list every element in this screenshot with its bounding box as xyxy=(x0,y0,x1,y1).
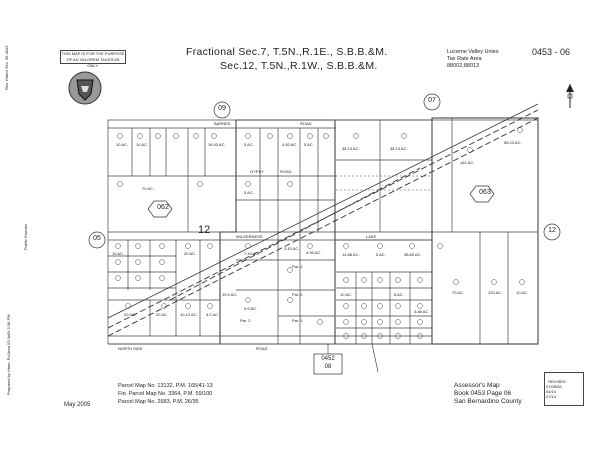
north-arrow-icon xyxy=(560,82,580,112)
purpose-notice: THIS MAP IS FOR THE PURPOSE OF AD VALORE… xyxy=(60,50,126,68)
acreage-label: 10 AC. xyxy=(340,292,353,297)
acreage-label: 38.13 AC. xyxy=(390,146,408,151)
acreage-label: 161 AC. xyxy=(460,160,475,165)
acreage-label: 3.43 AC. xyxy=(284,246,300,251)
acreage-label: 5 AC. xyxy=(244,190,254,195)
acreage-label: 8 AC. xyxy=(394,292,404,297)
tax-rate-area-values: 88002,88013 xyxy=(447,63,480,69)
acreage-label: 10 AC. xyxy=(112,251,125,256)
road-label-road-1: ROAD xyxy=(300,121,312,126)
assessor-title: Assessor's Map xyxy=(454,382,500,389)
purpose-notice-text: THIS MAP IS FOR THE PURPOSE OF AD VALORE… xyxy=(61,51,125,68)
acreage-label: 18.93 AC. xyxy=(208,142,226,147)
acreage-label: 3.2 AC. xyxy=(206,312,220,317)
book-ref-bottom: 0452 08 xyxy=(321,356,335,370)
book-ref-top-left: 09 xyxy=(218,105,226,112)
acreage-label: 70 AC. xyxy=(452,290,465,295)
acreage-label: 10 AC. xyxy=(116,142,129,147)
revision-box: REVISED 07/05/06 04/14 07/14 xyxy=(544,372,584,406)
acreage-label: 10 AC. xyxy=(136,142,149,147)
book-ref-left: 05 xyxy=(93,235,101,242)
road-label-barnes: BARNES xyxy=(214,121,231,126)
acreage-label: 20 AC. xyxy=(184,251,197,256)
map-title-line1: Fractional Sec.7, T.5N.,R.1E., S.B.B.&M. xyxy=(186,46,388,58)
road-label-gypsy: GYPSY xyxy=(250,169,264,174)
book-ref-top-right: 07 xyxy=(428,97,436,104)
tax-rate-area-label: Tax Rate Area xyxy=(447,56,482,62)
parcel-label: Par. 1 xyxy=(292,318,303,323)
acreage-label: 38.13 AC. xyxy=(342,146,360,151)
acreage-label: 38.63 AC. xyxy=(404,252,422,257)
acreage-label: 5 AC. xyxy=(376,252,386,257)
revision-text: REVISED 07/05/06 04/14 07/14 xyxy=(546,379,566,399)
parcel-map-ref: Fin. Parcel Map No. 3364, P.M. 59/100 xyxy=(118,391,213,397)
road-label-wilderness: WILDERNESS xyxy=(236,234,263,239)
road-label-lake: LAKE xyxy=(366,234,377,239)
parcel-label: Par. 2 xyxy=(240,318,251,323)
book-page-number: 0453 - 06 xyxy=(532,47,571,57)
county-seal-icon xyxy=(65,68,105,108)
district-name: Lucerne Valley Unies xyxy=(447,49,499,55)
parcel-label: Par. 1 xyxy=(292,264,303,269)
block-label-062: 062 xyxy=(157,204,169,211)
assessor-county: San Bernardino County xyxy=(454,398,522,405)
acreage-label: 5 AC. xyxy=(304,142,314,147)
acreage-label: 20 AC. xyxy=(156,312,169,317)
parcel-map-ref: Parcel Map No. 13132, P.M. 165/41-13 xyxy=(118,383,213,389)
acreage-label: 19.4 AC. xyxy=(222,292,238,297)
map-title-line2: Sec.12, T.5N.,R.1W., S.B.B.&M. xyxy=(220,60,378,72)
assessor-block: Assessor's Map Book 0453 Page 06 San Ber… xyxy=(454,382,522,406)
parcel-label: Par. 2 xyxy=(292,292,303,297)
acreage-label: 7.49 AC. xyxy=(244,251,260,256)
acreage-label: 5 AC. xyxy=(244,142,254,147)
block-label-063: 063 xyxy=(479,189,491,196)
acreage-label: 20 AC. xyxy=(124,312,137,317)
acreage-label: 3.88 AC. xyxy=(414,309,430,314)
acreage-label: 4.83 AC. xyxy=(282,142,298,147)
road-label-road-3: ROAD xyxy=(256,346,268,351)
tax-rate-area-block: Lucerne Valley Unies Tax Rate Area 88002… xyxy=(447,49,499,70)
acreage-label: 4.99 AC. xyxy=(306,250,322,255)
section-number: 12 xyxy=(198,224,211,236)
book-ref-right: 12 xyxy=(548,227,556,234)
acreage-label: 58.23 AC. xyxy=(504,140,522,145)
road-label-road-2: ROAD xyxy=(280,169,292,174)
road-label-north-side: NORTH SIDE xyxy=(118,346,143,351)
parcel-map-references: Parcel Map No. 13132, P.M. 165/41-13 Fin… xyxy=(118,382,213,406)
assessor-book-page: Book 0453 Page 06 xyxy=(454,390,512,397)
acreage-label: 9.9 AC. xyxy=(244,306,258,311)
acreage-label: 10 AC. xyxy=(516,290,529,295)
map-date: May 2005 xyxy=(64,402,91,408)
acreage-label: 14.88 AC. xyxy=(342,252,360,257)
acreage-label: 120 AC. xyxy=(488,290,503,295)
parcel-map-ref: Parcel Map No. 2683, P.M. 26/35 xyxy=(118,399,199,405)
acreage-label: 79 AC. xyxy=(142,186,155,191)
acreage-label: 10.12 AC. xyxy=(180,312,198,317)
